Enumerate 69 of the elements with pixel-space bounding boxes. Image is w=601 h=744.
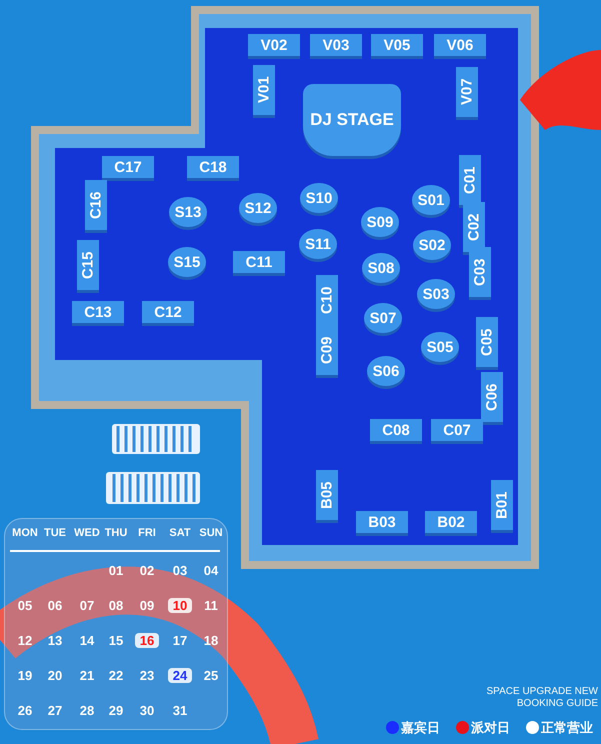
table-box: V07 bbox=[456, 67, 478, 117]
date-number: 05 bbox=[16, 598, 34, 613]
table-box: C13 bbox=[72, 301, 124, 323]
weekday-label: SUN bbox=[198, 527, 224, 539]
date-number: 17 bbox=[172, 633, 188, 648]
table-box: C09 bbox=[316, 325, 338, 375]
table-box: B03 bbox=[356, 511, 408, 533]
table-box: C06 bbox=[481, 372, 503, 422]
weekday-label: MON bbox=[11, 527, 39, 539]
legend-text: 嘉宾日 bbox=[401, 720, 440, 737]
date-number: 20 bbox=[46, 668, 64, 683]
date-number: 15 bbox=[108, 633, 124, 648]
table-box: C01 bbox=[459, 155, 481, 205]
weekday-label: WED bbox=[73, 527, 101, 539]
table-box: C02 bbox=[463, 202, 485, 252]
table-box: C08 bbox=[370, 419, 422, 441]
table-box: C10 bbox=[316, 275, 338, 325]
date-number: 21 bbox=[78, 668, 96, 683]
date-number: 16 bbox=[135, 633, 159, 648]
date-number: 30 bbox=[138, 703, 156, 718]
table-box: C16 bbox=[85, 180, 107, 230]
date-number: 25 bbox=[202, 668, 220, 683]
date-number: 19 bbox=[16, 668, 34, 683]
weekday-label: FRI bbox=[137, 527, 157, 539]
table-box: V02 bbox=[248, 34, 300, 56]
table-box: C17 bbox=[102, 156, 154, 178]
date-number: 01 bbox=[108, 563, 124, 578]
legend-text: 正常营业 bbox=[541, 720, 593, 737]
table-box: C03 bbox=[469, 247, 491, 297]
guide-text: SPACE UPGRADE NEW BOOKING GUIDE bbox=[486, 686, 598, 710]
date-number: 18 bbox=[202, 633, 220, 648]
table-box: V03 bbox=[310, 34, 362, 56]
date-number: 27 bbox=[46, 703, 64, 718]
table-box: C07 bbox=[431, 419, 483, 441]
weekday-label: TUE bbox=[43, 527, 67, 539]
date-number: 31 bbox=[172, 703, 188, 718]
date-number: 03 bbox=[172, 563, 188, 578]
date-number: 13 bbox=[46, 633, 64, 648]
date-number: 22 bbox=[108, 668, 124, 683]
date-number: 07 bbox=[78, 598, 96, 613]
table-box: B05 bbox=[316, 470, 338, 520]
weekday-label: SAT bbox=[168, 527, 192, 539]
date-number: 29 bbox=[108, 703, 124, 718]
date-number: 06 bbox=[46, 598, 64, 613]
date-number: 04 bbox=[202, 563, 220, 578]
table-box: B01 bbox=[491, 480, 513, 530]
date-number: 14 bbox=[78, 633, 96, 648]
date-number: 23 bbox=[138, 668, 156, 683]
date-number: 24 bbox=[168, 668, 192, 683]
date-number: 08 bbox=[108, 598, 124, 613]
table-box: C05 bbox=[476, 317, 498, 367]
date-number: 28 bbox=[78, 703, 96, 718]
weekday-label: THU bbox=[104, 527, 128, 539]
legend-text: 派对日 bbox=[471, 720, 510, 737]
date-number: 09 bbox=[138, 598, 156, 613]
table-box: V01 bbox=[253, 65, 275, 115]
table-box: V05 bbox=[371, 34, 423, 56]
table-box: C15 bbox=[77, 240, 99, 290]
date-number: 26 bbox=[16, 703, 34, 718]
date-number: 12 bbox=[16, 633, 34, 648]
table-box: B02 bbox=[425, 511, 477, 533]
date-number: 11 bbox=[203, 598, 219, 613]
date-number: 02 bbox=[138, 563, 156, 578]
table-box: C18 bbox=[187, 156, 239, 178]
table-box: C12 bbox=[142, 301, 194, 323]
table-box: C11 bbox=[233, 251, 285, 273]
table-box: V06 bbox=[434, 34, 486, 56]
stage-platform: DJ STAGE bbox=[303, 84, 401, 156]
date-number: 10 bbox=[168, 598, 192, 613]
